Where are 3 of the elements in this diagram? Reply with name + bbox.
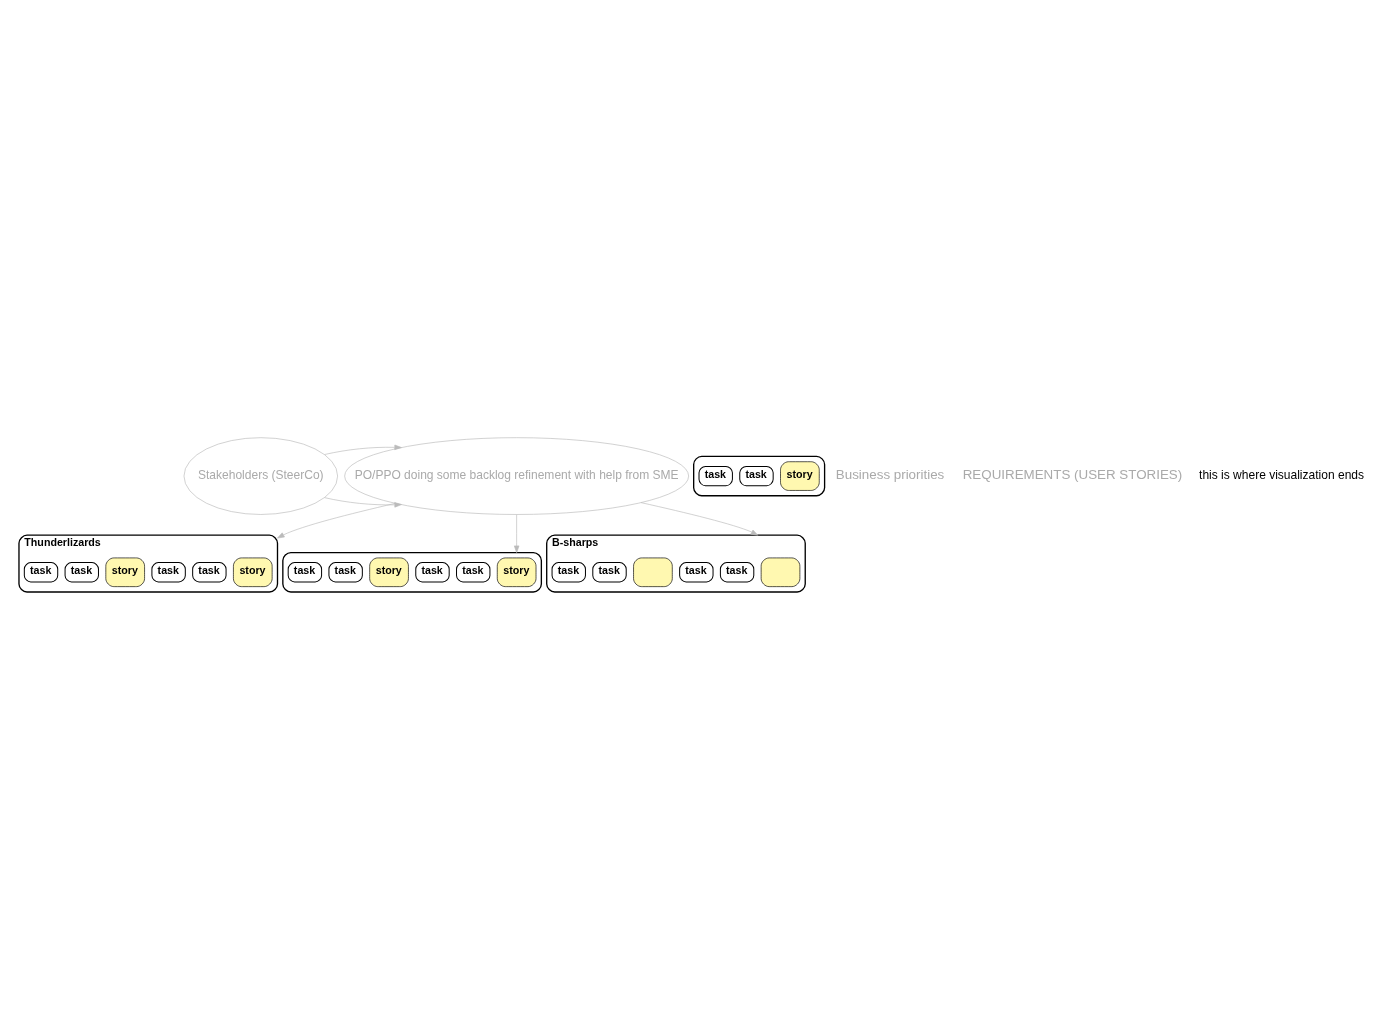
label: this is where visualization ends bbox=[1199, 467, 1365, 482]
label: REQUIREMENTS (USER STORIES) bbox=[962, 466, 1183, 482]
label: Business priorities bbox=[835, 466, 945, 482]
